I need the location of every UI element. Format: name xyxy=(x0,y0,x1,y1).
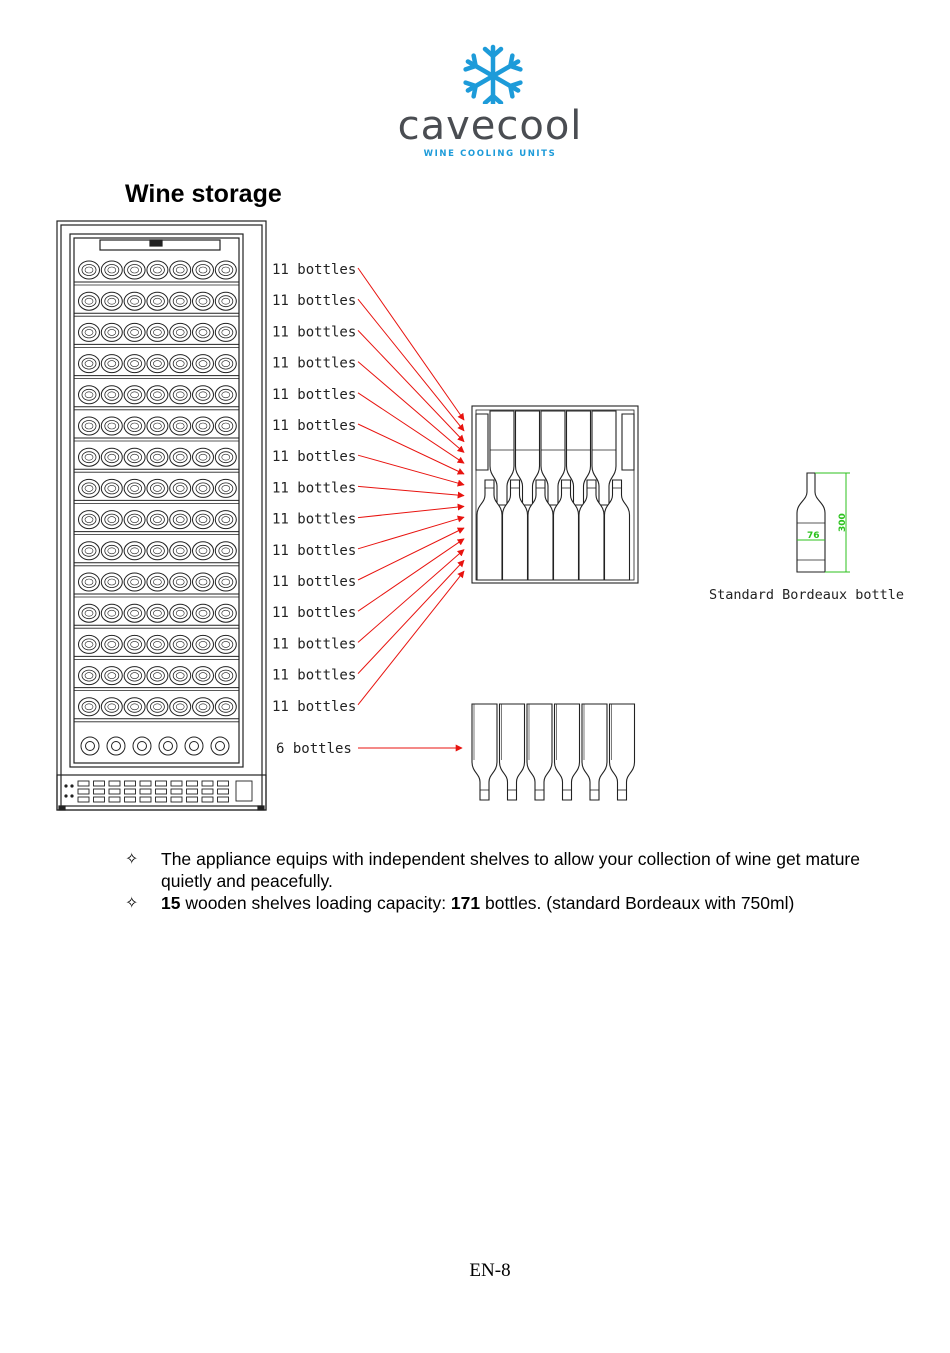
shelf-arrow xyxy=(357,392,465,464)
bottom-bottle-end xyxy=(132,736,152,756)
cabinet-shelf xyxy=(74,634,239,660)
cabinet-shelf xyxy=(74,322,239,348)
brand-tagline: WINE COOLING UNITS xyxy=(423,149,557,159)
feature-text: 15 wooden shelves loading capacity: 171 … xyxy=(161,892,860,914)
cabinet-shelf xyxy=(74,603,239,629)
bottom-layer-bottle xyxy=(526,703,553,801)
feature-text-part: wooden shelves loading capacity: xyxy=(180,893,451,913)
bottom-bottles-drawing xyxy=(471,703,636,801)
bottom-bottle-end xyxy=(184,736,204,756)
shelf-capacity-label: 11 bottles xyxy=(272,324,356,340)
feature-text: The appliance equips with independent sh… xyxy=(161,849,860,891)
shelf-arrow xyxy=(357,527,465,581)
shelf-capacity-label: 11 bottles xyxy=(272,449,356,465)
cabinet-shelf xyxy=(74,541,239,567)
cabinet-shelf xyxy=(74,697,239,723)
shelf-arrow xyxy=(357,330,465,443)
shelf-capacity-label: 11 bottles xyxy=(272,356,356,372)
shelf-capacity-label: 11 bottles xyxy=(272,636,356,652)
shelf-arrow xyxy=(357,549,465,643)
shelf-capacity-label: 11 bottles xyxy=(272,293,356,309)
bullet-star-icon: ✧ xyxy=(125,849,139,868)
section-title: Wine storage xyxy=(125,180,282,208)
bottom-bottle-end xyxy=(80,736,100,756)
shelf-count: 15 xyxy=(161,893,181,913)
shelf-arrow xyxy=(357,267,465,421)
shelf-arrow xyxy=(357,423,465,475)
feature-item: ✧ The appliance equips with independent … xyxy=(125,848,860,892)
shelf-arrow xyxy=(357,570,465,706)
cross-section-bottle-lower xyxy=(603,479,631,581)
shelf-capacity-label: 11 bottles xyxy=(272,418,356,434)
feature-item: ✧ 15 wooden shelves loading capacity: 17… xyxy=(125,892,860,914)
cabinet-shelf xyxy=(74,416,239,442)
bottom-bottle-end xyxy=(210,736,230,756)
cabinet-shelf xyxy=(74,572,239,598)
shelf-capacity-label: 11 bottles xyxy=(272,574,356,590)
snowflake-icon xyxy=(370,44,610,104)
cabinet-shelf xyxy=(74,510,239,535)
wine-storage-diagram: 11 bottles 11 bottles 11 bottles 11 bottles… xyxy=(56,220,904,811)
shelf-capacity-label: 11 bottles xyxy=(272,512,356,528)
brand-logo: cavecool WINE COOLING UNITS xyxy=(370,44,610,160)
shelf-arrow xyxy=(357,559,465,674)
bottom-layer-bottle xyxy=(608,703,636,801)
feature-text-part: bottles. (standard Bordeaux with 750ml) xyxy=(480,893,795,913)
cabinet-shelf xyxy=(74,354,239,380)
capacity-count: 171 xyxy=(450,893,481,913)
shelf-capacity-label: 11 bottles xyxy=(272,262,356,278)
shelf-arrow xyxy=(357,503,465,519)
cabinet-shelf xyxy=(74,260,239,286)
bottom-layer-bottle xyxy=(471,703,498,801)
shelf-capacity-label: 11 bottles xyxy=(272,605,356,621)
bottom-bottle-end xyxy=(106,736,126,756)
page-number: EN-8 xyxy=(469,1260,511,1281)
shelf-capacity-label: 11 bottles xyxy=(272,543,356,559)
standard-bottle-drawing: 76 300 Standard Bordeaux bottle xyxy=(709,472,904,603)
cabinet-shelf xyxy=(74,478,239,504)
shelf-arrow xyxy=(357,485,465,499)
bottom-bottle-end xyxy=(158,736,178,756)
shelf-arrow xyxy=(357,454,465,487)
shelf-capacity-label: 11 bottles xyxy=(272,480,356,496)
cabinet-shelf xyxy=(74,291,239,317)
shelf-arrow xyxy=(357,361,465,453)
bottom-layer-bottle xyxy=(498,703,526,801)
shelf-arrow xyxy=(357,298,465,432)
cabinet-shelves xyxy=(74,260,239,756)
brand-name: cavecool xyxy=(397,103,583,149)
shelf-arrow xyxy=(357,538,465,612)
bottle-caption: Standard Bordeaux bottle xyxy=(709,587,904,603)
shelf-capacity-label: 11 bottles xyxy=(272,387,356,403)
bottom-layer-bottle xyxy=(553,703,581,801)
bottom-layer-bottle xyxy=(581,703,608,801)
cabinet-shelf xyxy=(74,385,239,411)
base-grille xyxy=(64,780,253,803)
bottom-capacity-label: 6 bottles xyxy=(276,741,352,757)
bullet-star-icon: ✧ xyxy=(125,893,139,912)
feature-list: ✧ The appliance equips with independent … xyxy=(125,848,860,914)
shelf-capacity-label: 11 bottles xyxy=(272,699,356,715)
shelf-arrow xyxy=(357,515,465,550)
shelf-cross-section xyxy=(471,405,639,584)
bottle-width-label: 76 xyxy=(807,531,820,541)
cabinet-shelf xyxy=(74,447,239,473)
cabinet-shelf xyxy=(74,666,239,691)
bottle-height-label: 300 xyxy=(838,513,848,532)
arrow-group xyxy=(357,267,465,752)
shelf-capacity-label: 11 bottles xyxy=(272,668,356,684)
